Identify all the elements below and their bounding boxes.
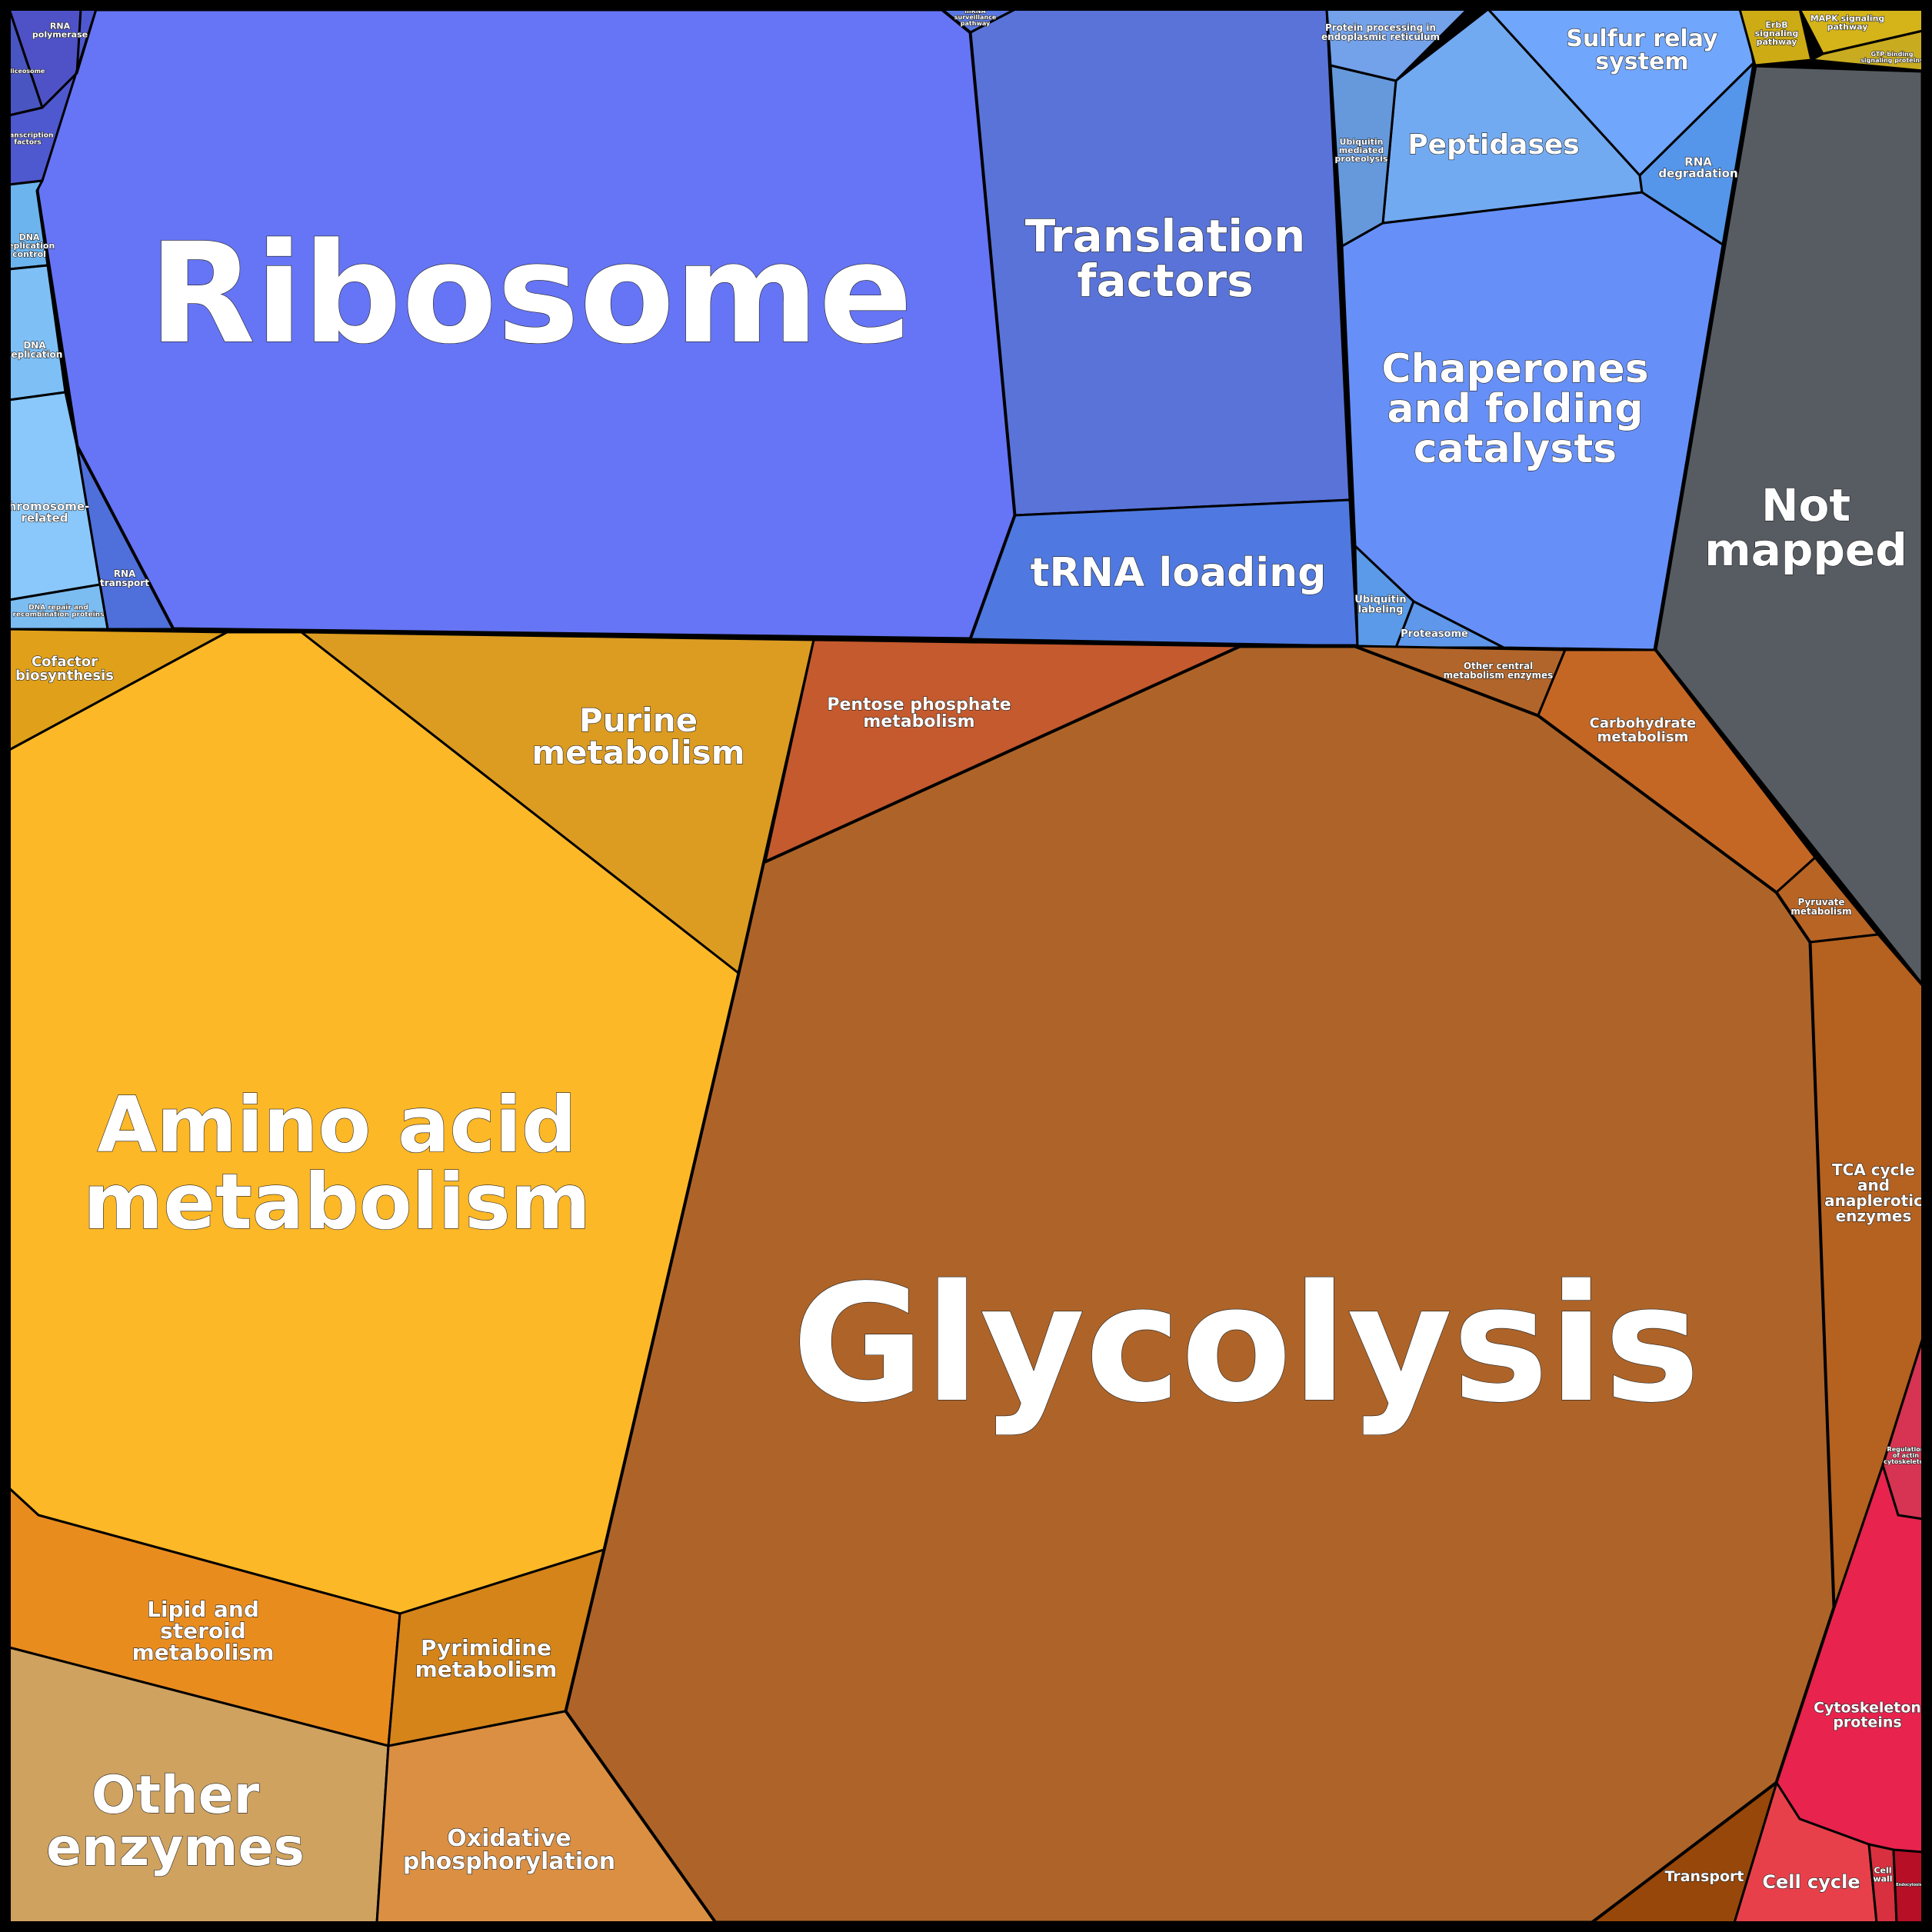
- label-ribosome: Ribosome: [148, 214, 912, 375]
- label-chromosome-related: Chromosome-related: [0, 499, 89, 525]
- label-glycolysis: Glycolysis: [792, 1250, 1700, 1438]
- cell-pentose-phosphate: [764, 638, 1241, 863]
- label-cell-cycle: Cell cycle: [1762, 1871, 1860, 1893]
- cell-purine: [300, 631, 815, 974]
- label-transport: Transport: [1664, 1868, 1744, 1885]
- label-spliceosome: Spliceosome: [2, 68, 45, 75]
- label-endocytosis: Endocytosis: [1896, 1883, 1922, 1887]
- label-trna-loading: tRNA loading: [1031, 550, 1327, 596]
- label-peptidases: Peptidases: [1407, 129, 1579, 161]
- label-proteasome: Proteasome: [1401, 628, 1468, 640]
